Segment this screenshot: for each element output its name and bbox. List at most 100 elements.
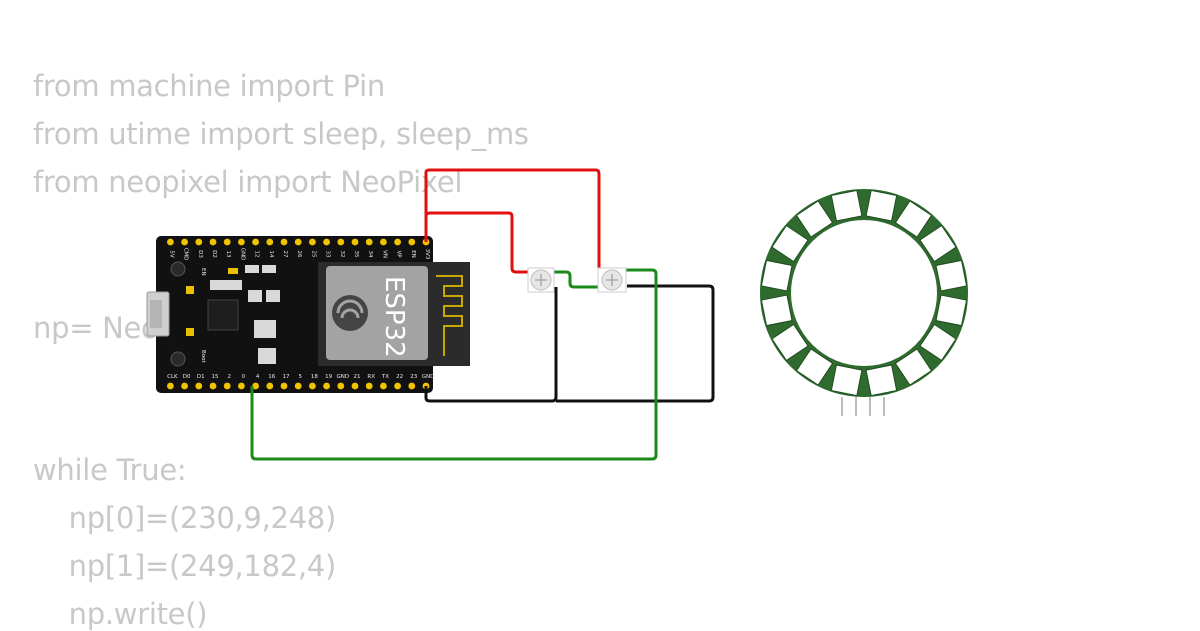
pin-label: D2 [211,250,217,258]
ring-leds [760,189,968,397]
header-pin[interactable] [252,238,259,246]
boot-label: Boot [200,350,206,364]
usb-port-inner [150,300,162,328]
header-pin[interactable] [252,382,259,390]
pin-label: GND [336,374,349,380]
header-pin[interactable] [266,382,274,390]
header-pin[interactable] [195,382,203,390]
code-line: from utime import sleep, sleep_ms [33,117,529,151]
power-wire[interactable] [424,211,530,274]
header-pin[interactable] [223,238,231,246]
header-pin[interactable] [209,382,217,390]
smd-component [186,328,194,336]
pin-label: GND [422,374,435,380]
pin-label: 16 [268,374,275,380]
header-pin[interactable] [394,382,401,390]
neopixel-ring-16[interactable] [760,189,968,416]
ring-led-3[interactable] [935,259,968,292]
ring-led-10[interactable] [771,323,809,362]
header-pin[interactable] [209,238,217,246]
header-pin[interactable] [280,238,288,246]
ring-led-6[interactable] [894,348,933,386]
header-pin[interactable] [380,382,387,390]
header-pin[interactable] [238,238,245,246]
ground-wire[interactable] [424,287,558,403]
ring-led-2[interactable] [919,224,957,263]
header-pin[interactable] [167,382,174,390]
usb-uart-chip [207,299,239,331]
en-button[interactable] [170,261,186,277]
header-pin[interactable] [309,238,316,246]
header-pin[interactable] [323,238,330,246]
code-line: from machine import Pin [33,69,385,103]
ring-led-0[interactable] [865,189,898,222]
chip-label: ESP32 [379,276,409,358]
header-pin[interactable] [181,238,189,246]
neopixel-led-1[interactable] [597,267,627,293]
code-line: np[1]=(249,182,4) [33,549,337,583]
code-line: np[0]=(230,9,248) [33,501,337,535]
code-line: from neopixel import NeoPixel [33,165,463,199]
header-pin[interactable] [294,382,302,390]
boot-button[interactable] [170,351,186,367]
header-pin[interactable] [365,382,373,390]
ring-led-11[interactable] [760,294,793,327]
pin-label: 3V3 [424,249,430,260]
header-pin[interactable] [238,382,245,390]
ring-led-13[interactable] [771,224,809,263]
ground-wire[interactable] [556,284,715,403]
ring-led-5[interactable] [919,323,957,362]
pin-label: RX [367,374,375,380]
smd-component [248,290,262,302]
header-pin[interactable] [408,238,416,246]
header-pin[interactable] [181,382,189,390]
header-pin[interactable] [309,382,316,390]
smd-component [186,286,194,294]
logo-arc [336,299,364,314]
header-pin[interactable] [167,238,174,246]
ring-led-4[interactable] [935,294,968,327]
ring-hole [791,220,937,366]
power-wire[interactable] [424,168,601,272]
ring-led-8[interactable] [830,364,863,397]
pin-label: 21 [354,374,361,380]
ring-led-1[interactable] [894,200,933,238]
led-die-icon [535,274,547,286]
header-pin[interactable] [394,238,401,246]
header-pin[interactable] [351,382,359,390]
ring-led-7[interactable] [865,364,898,397]
header-pin[interactable] [195,238,203,246]
header-pin[interactable] [266,238,274,246]
neopixel-led-0[interactable] [527,267,555,293]
wires [250,168,715,461]
header-pin[interactable] [280,382,288,390]
ring-led-9[interactable] [795,348,834,386]
pin-label: 32 [339,251,345,258]
header-pin[interactable] [294,238,302,246]
data-wire[interactable] [553,270,598,289]
header-pin[interactable] [351,238,359,246]
code-line: while True: [33,453,187,487]
header-pin[interactable] [408,382,416,390]
header-pin[interactable] [323,382,330,390]
data-wire[interactable] [250,268,658,461]
ring-led-12[interactable] [760,259,793,292]
led-indicator [228,268,238,274]
ring-led-14[interactable] [795,200,834,238]
header-pin[interactable] [223,382,231,390]
ring-led-15[interactable] [830,189,863,222]
header-pin[interactable] [365,238,373,246]
pin-label: TX [381,374,389,380]
header-pin[interactable] [337,238,345,246]
pin-label: D1 [197,374,205,380]
voltage-regulator [254,320,276,338]
header-pin[interactable] [380,238,387,246]
esp32-devkit-board[interactable]: EN Boot ESP32 3V3ENVPVN34353233252627141… [146,236,470,393]
en-label: EN [200,268,206,276]
pin-label: CLK [167,374,178,380]
pin-label: 23 [410,374,417,380]
pin-label: 12 [254,251,260,258]
header-pin[interactable] [337,382,345,390]
pin-label: 18 [311,374,318,380]
